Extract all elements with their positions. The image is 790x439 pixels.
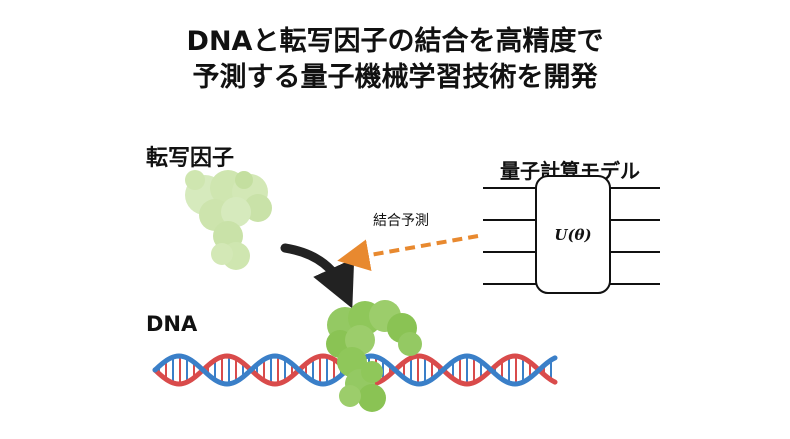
binding-prediction-label: 結合予測 [373, 213, 429, 229]
dna-label: DNA [146, 312, 198, 336]
title-line-1: DNAと転写因子の結合を高精度で [186, 26, 604, 57]
binding-arrow-black [280, 243, 355, 309]
quantum-circuit-icon: U(θ) [483, 175, 660, 294]
transcription-factor-label: 転写因子 [146, 146, 235, 171]
prediction-arrow-orange [337, 234, 479, 271]
title-line-2: 予測する量子機械学習技術を開発 [192, 62, 598, 93]
circuit-operator-label: U(θ) [554, 226, 591, 244]
bound-transcription-factor-icon [326, 300, 422, 412]
transcription-factor-protein-icon [185, 170, 272, 270]
